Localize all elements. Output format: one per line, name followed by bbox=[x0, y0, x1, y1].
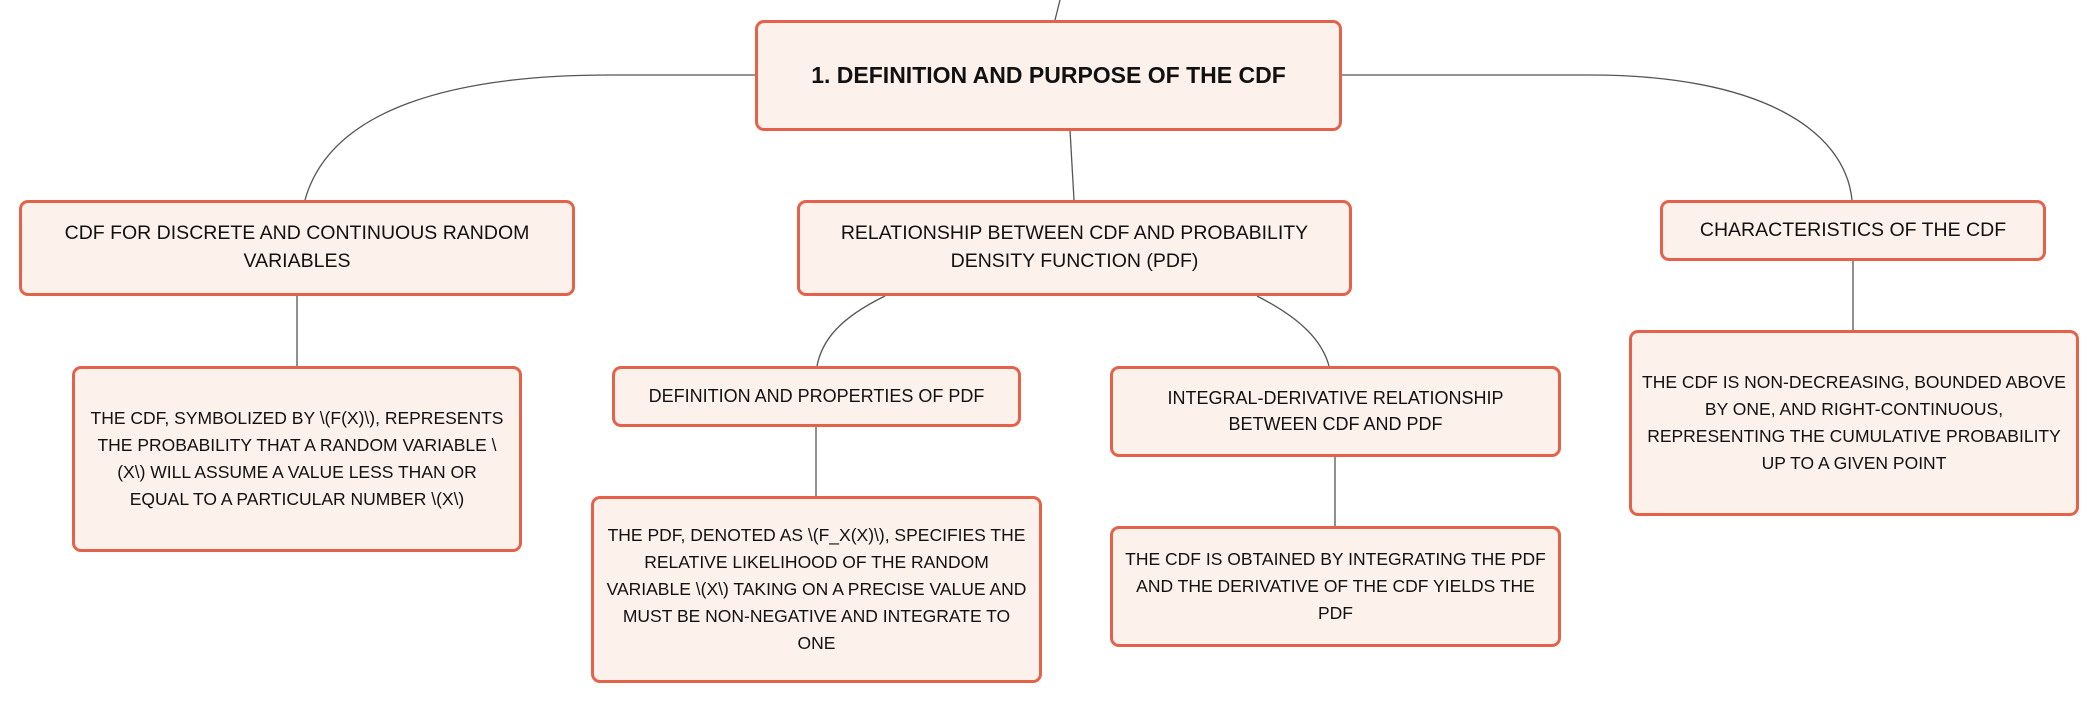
root-label: 1. DEFINITION AND PURPOSE OF THE CDF bbox=[811, 62, 1286, 89]
branch-characteristics[interactable]: CHARACTERISTICS OF THE CDF bbox=[1660, 200, 2046, 261]
connector-parent-to-root bbox=[1054, 0, 1061, 21]
connector-root-to-relationship bbox=[1069, 129, 1075, 201]
connector-relationship-to-integral bbox=[1256, 295, 1330, 367]
detail-integral-derivative[interactable]: THE CDF IS OBTAINED BY INTEGRATING THE P… bbox=[1110, 526, 1561, 647]
node-pdf-definition[interactable]: DEFINITION AND PROPERTIES OF PDF bbox=[612, 366, 1021, 427]
connector-relationship-to-pdf-definition bbox=[816, 295, 886, 367]
node-integral-derivative[interactable]: INTEGRAL-DERIVATIVE RELATIONSHIP BETWEEN… bbox=[1110, 366, 1561, 457]
detail-characteristics-text: THE CDF IS NON-DECREASING, BOUNDED ABOVE… bbox=[1642, 371, 2066, 474]
branch-cdf-pdf-relationship[interactable]: RELATIONSHIP BETWEEN CDF AND PROBABILITY… bbox=[797, 200, 1352, 296]
detail-characteristics[interactable]: THE CDF IS NON-DECREASING, BOUNDED ABOVE… bbox=[1629, 330, 2079, 516]
branch-discrete-continuous-label: CDF FOR DISCRETE AND CONTINUOUS RANDOM V… bbox=[64, 222, 530, 272]
detail-discrete-continuous[interactable]: THE CDF, SYMBOLIZED BY \(F(X)\), REPRESE… bbox=[72, 366, 522, 552]
detail-pdf-definition[interactable]: THE PDF, DENOTED AS \(F_X(X)\), SPECIFIE… bbox=[591, 496, 1042, 683]
node-integral-derivative-label: INTEGRAL-DERIVATIVE RELATIONSHIP BETWEEN… bbox=[1167, 387, 1504, 434]
branch-characteristics-label: CHARACTERISTICS OF THE CDF bbox=[1699, 218, 2007, 241]
branch-discrete-continuous[interactable]: CDF FOR DISCRETE AND CONTINUOUS RANDOM V… bbox=[19, 200, 575, 296]
branch-cdf-pdf-relationship-label: RELATIONSHIP BETWEEN CDF AND PROBABILITY… bbox=[840, 222, 1309, 272]
detail-discrete-continuous-text: THE CDF, SYMBOLIZED BY \(F(X)\), REPRESE… bbox=[90, 407, 504, 510]
detail-pdf-definition-text: THE PDF, DENOTED AS \(F_X(X)\), SPECIFIE… bbox=[606, 524, 1027, 654]
node-pdf-definition-label: DEFINITION AND PROPERTIES OF PDF bbox=[648, 385, 985, 406]
connector-root-to-characteristics bbox=[1342, 74, 1853, 201]
root-node[interactable]: 1. DEFINITION AND PURPOSE OF THE CDF bbox=[755, 20, 1342, 131]
connector-root-to-discrete bbox=[304, 74, 755, 201]
detail-integral-derivative-text: THE CDF IS OBTAINED BY INTEGRATING THE P… bbox=[1125, 548, 1546, 624]
